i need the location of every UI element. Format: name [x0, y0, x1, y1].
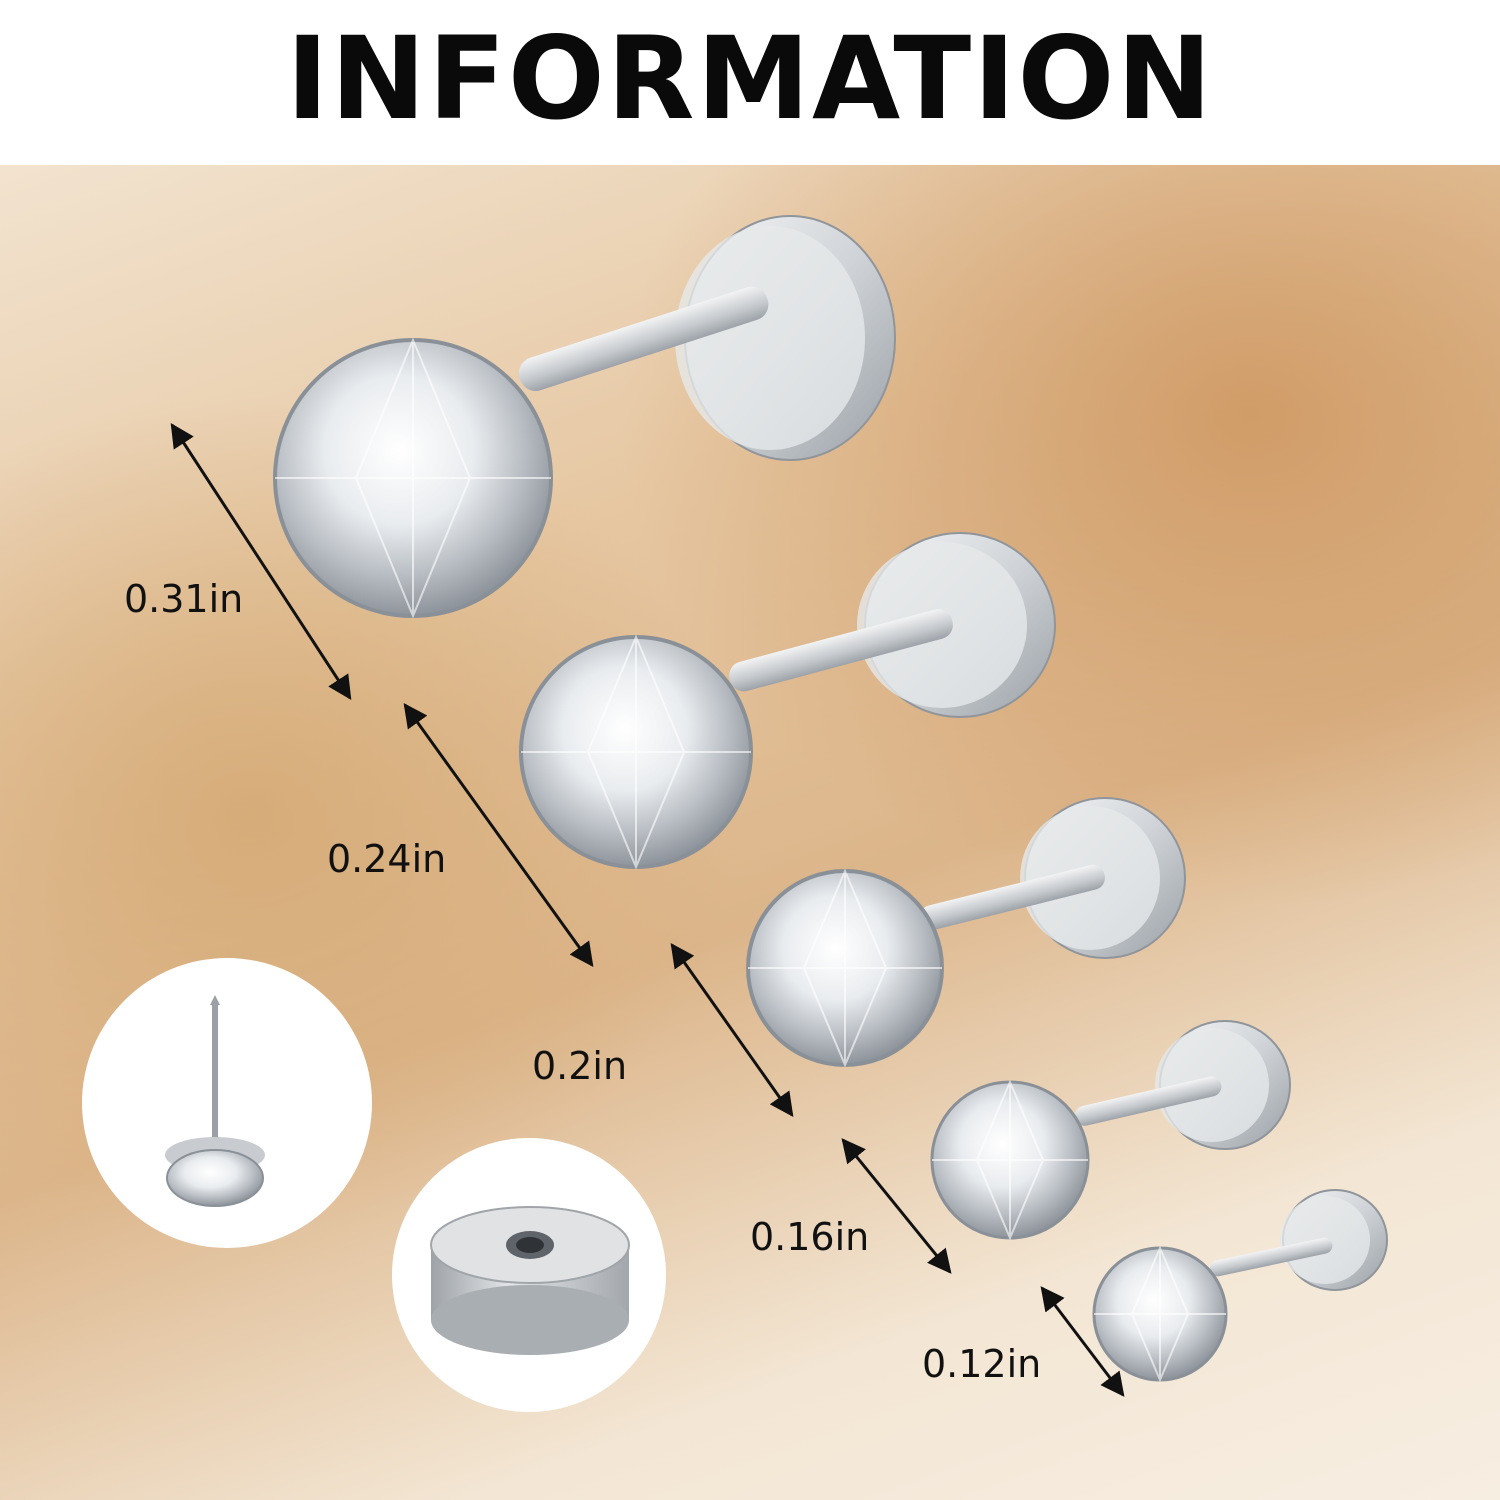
page-title: INFORMATION — [286, 12, 1214, 145]
size-label-0-12in: 0.12in — [922, 1342, 1042, 1386]
stud-detail-circle — [82, 958, 372, 1248]
size-label-0-31in: 0.31in — [124, 577, 244, 621]
size-label-0-16in: 0.16in — [750, 1215, 870, 1259]
earring-size-4 — [930, 1020, 1291, 1241]
earring-size-2 — [519, 532, 1056, 870]
size-label-0-24in: 0.24in — [327, 837, 447, 881]
dimension-arrows — [170, 422, 1125, 1397]
title-band: INFORMATION — [0, 0, 1500, 165]
earring-size-1 — [273, 215, 896, 619]
back-nut-detail-circle — [392, 1138, 666, 1412]
earring-size-3 — [746, 797, 1186, 1068]
size-label-0-2in: 0.2in — [532, 1044, 628, 1088]
earring-size-5 — [1092, 1189, 1388, 1383]
